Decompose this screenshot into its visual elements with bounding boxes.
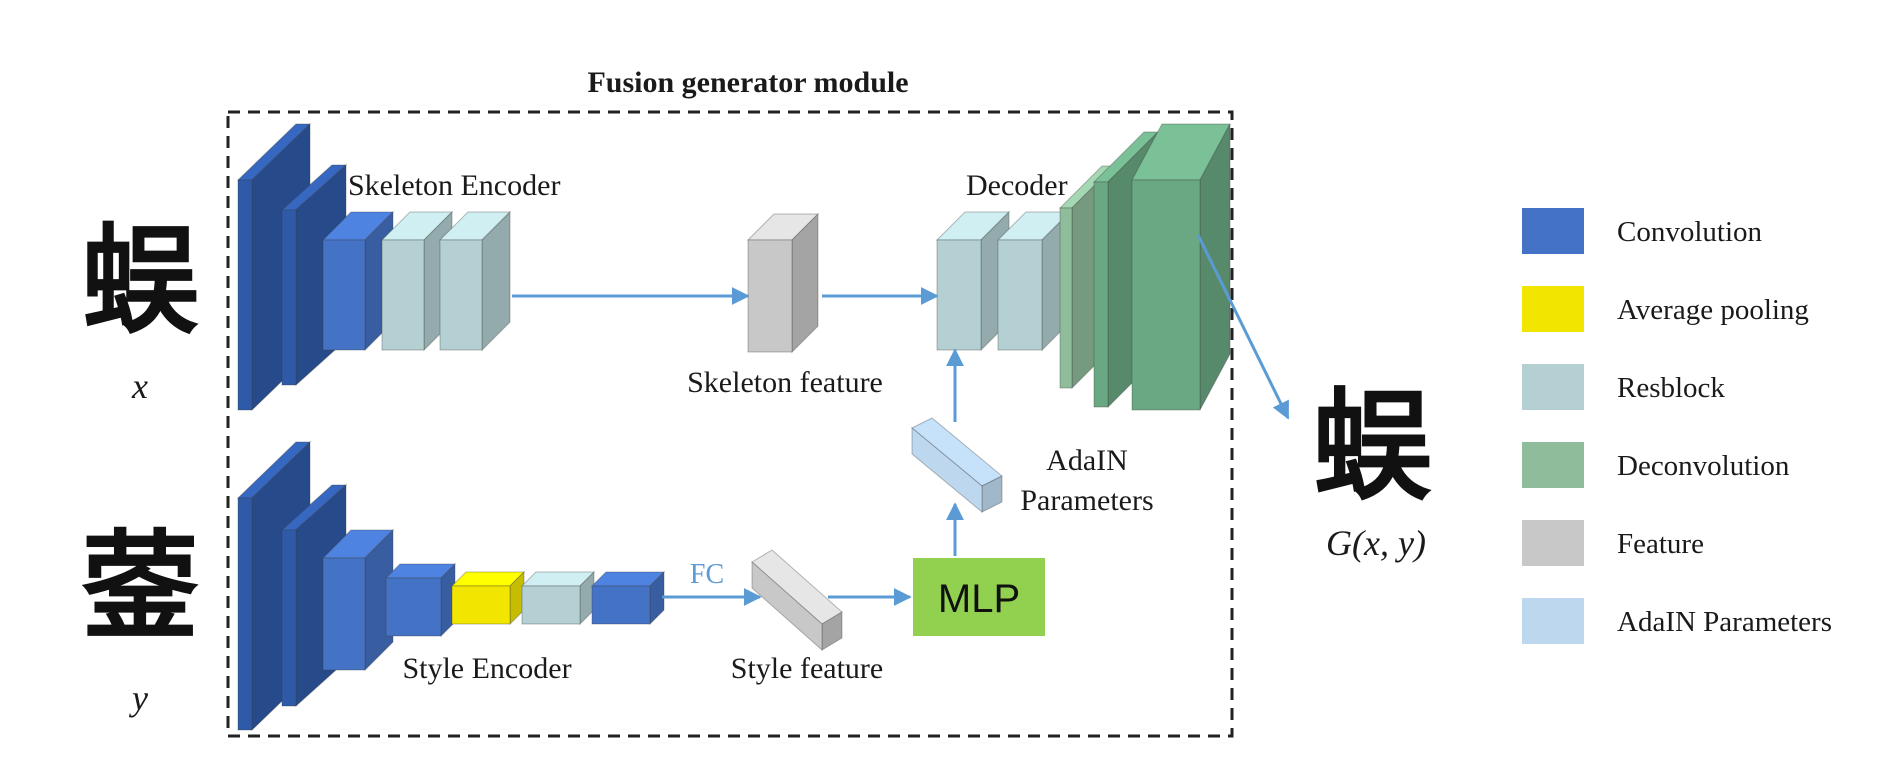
module-frame — [226, 110, 1234, 738]
legend-label: Feature — [1617, 528, 1704, 560]
legend-swatch — [1522, 364, 1584, 410]
legend-label: AdaIN Parameters — [1617, 606, 1832, 638]
output-label: G(x, y) — [1326, 523, 1426, 563]
legend-swatch — [1522, 598, 1584, 644]
network-blocks — [236, 122, 1231, 732]
style-resblock — [520, 570, 596, 626]
mlp-label: MLP — [938, 577, 1020, 621]
skeleton-conv-3 — [321, 210, 395, 352]
legend-swatch — [1522, 208, 1584, 254]
style-avgpool — [450, 570, 526, 626]
legend-swatch — [1522, 442, 1584, 488]
skeleton-resblock-2 — [438, 210, 512, 352]
style-glyph: 蓥 — [81, 518, 199, 656]
style-conv-4 — [384, 562, 457, 638]
skeleton-feature-block — [746, 212, 820, 354]
legend-label: Deconvolution — [1617, 450, 1790, 482]
mlp-box — [913, 558, 1045, 636]
style-conv-5 — [590, 570, 666, 626]
legend-label: Convolution — [1617, 216, 1763, 248]
style-encoder-label: Style Encoder — [402, 652, 571, 685]
content-glyph: 蜈 — [81, 212, 199, 350]
legend-label: Resblock — [1617, 372, 1725, 404]
style-conv-3 — [321, 528, 395, 672]
legend-swatch — [1522, 286, 1584, 332]
adain-label-line1: AdaIN — [1046, 444, 1128, 477]
content-var: x — [131, 366, 148, 406]
skeleton-feature-label: Skeleton feature — [687, 366, 883, 399]
decoder-label: Decoder — [966, 169, 1068, 202]
adain-parameters-block — [911, 417, 1003, 514]
style-var: y — [129, 678, 148, 718]
skeleton-encoder-label: Skeleton Encoder — [348, 169, 560, 202]
module-title: Fusion generator module — [587, 66, 908, 99]
decoder-resblock-2 — [996, 210, 1072, 352]
legend-swatch — [1522, 520, 1584, 566]
style-feature-label: Style feature — [731, 652, 883, 685]
adain-label-line2: Parameters — [1020, 484, 1153, 517]
legend-label: Average pooling — [1617, 294, 1809, 326]
arrow-decoder-to-output — [1196, 234, 1290, 420]
output-glyph: 蜈 — [1312, 378, 1432, 517]
fc-label: FC — [690, 559, 724, 590]
style-feature-block — [751, 549, 843, 652]
